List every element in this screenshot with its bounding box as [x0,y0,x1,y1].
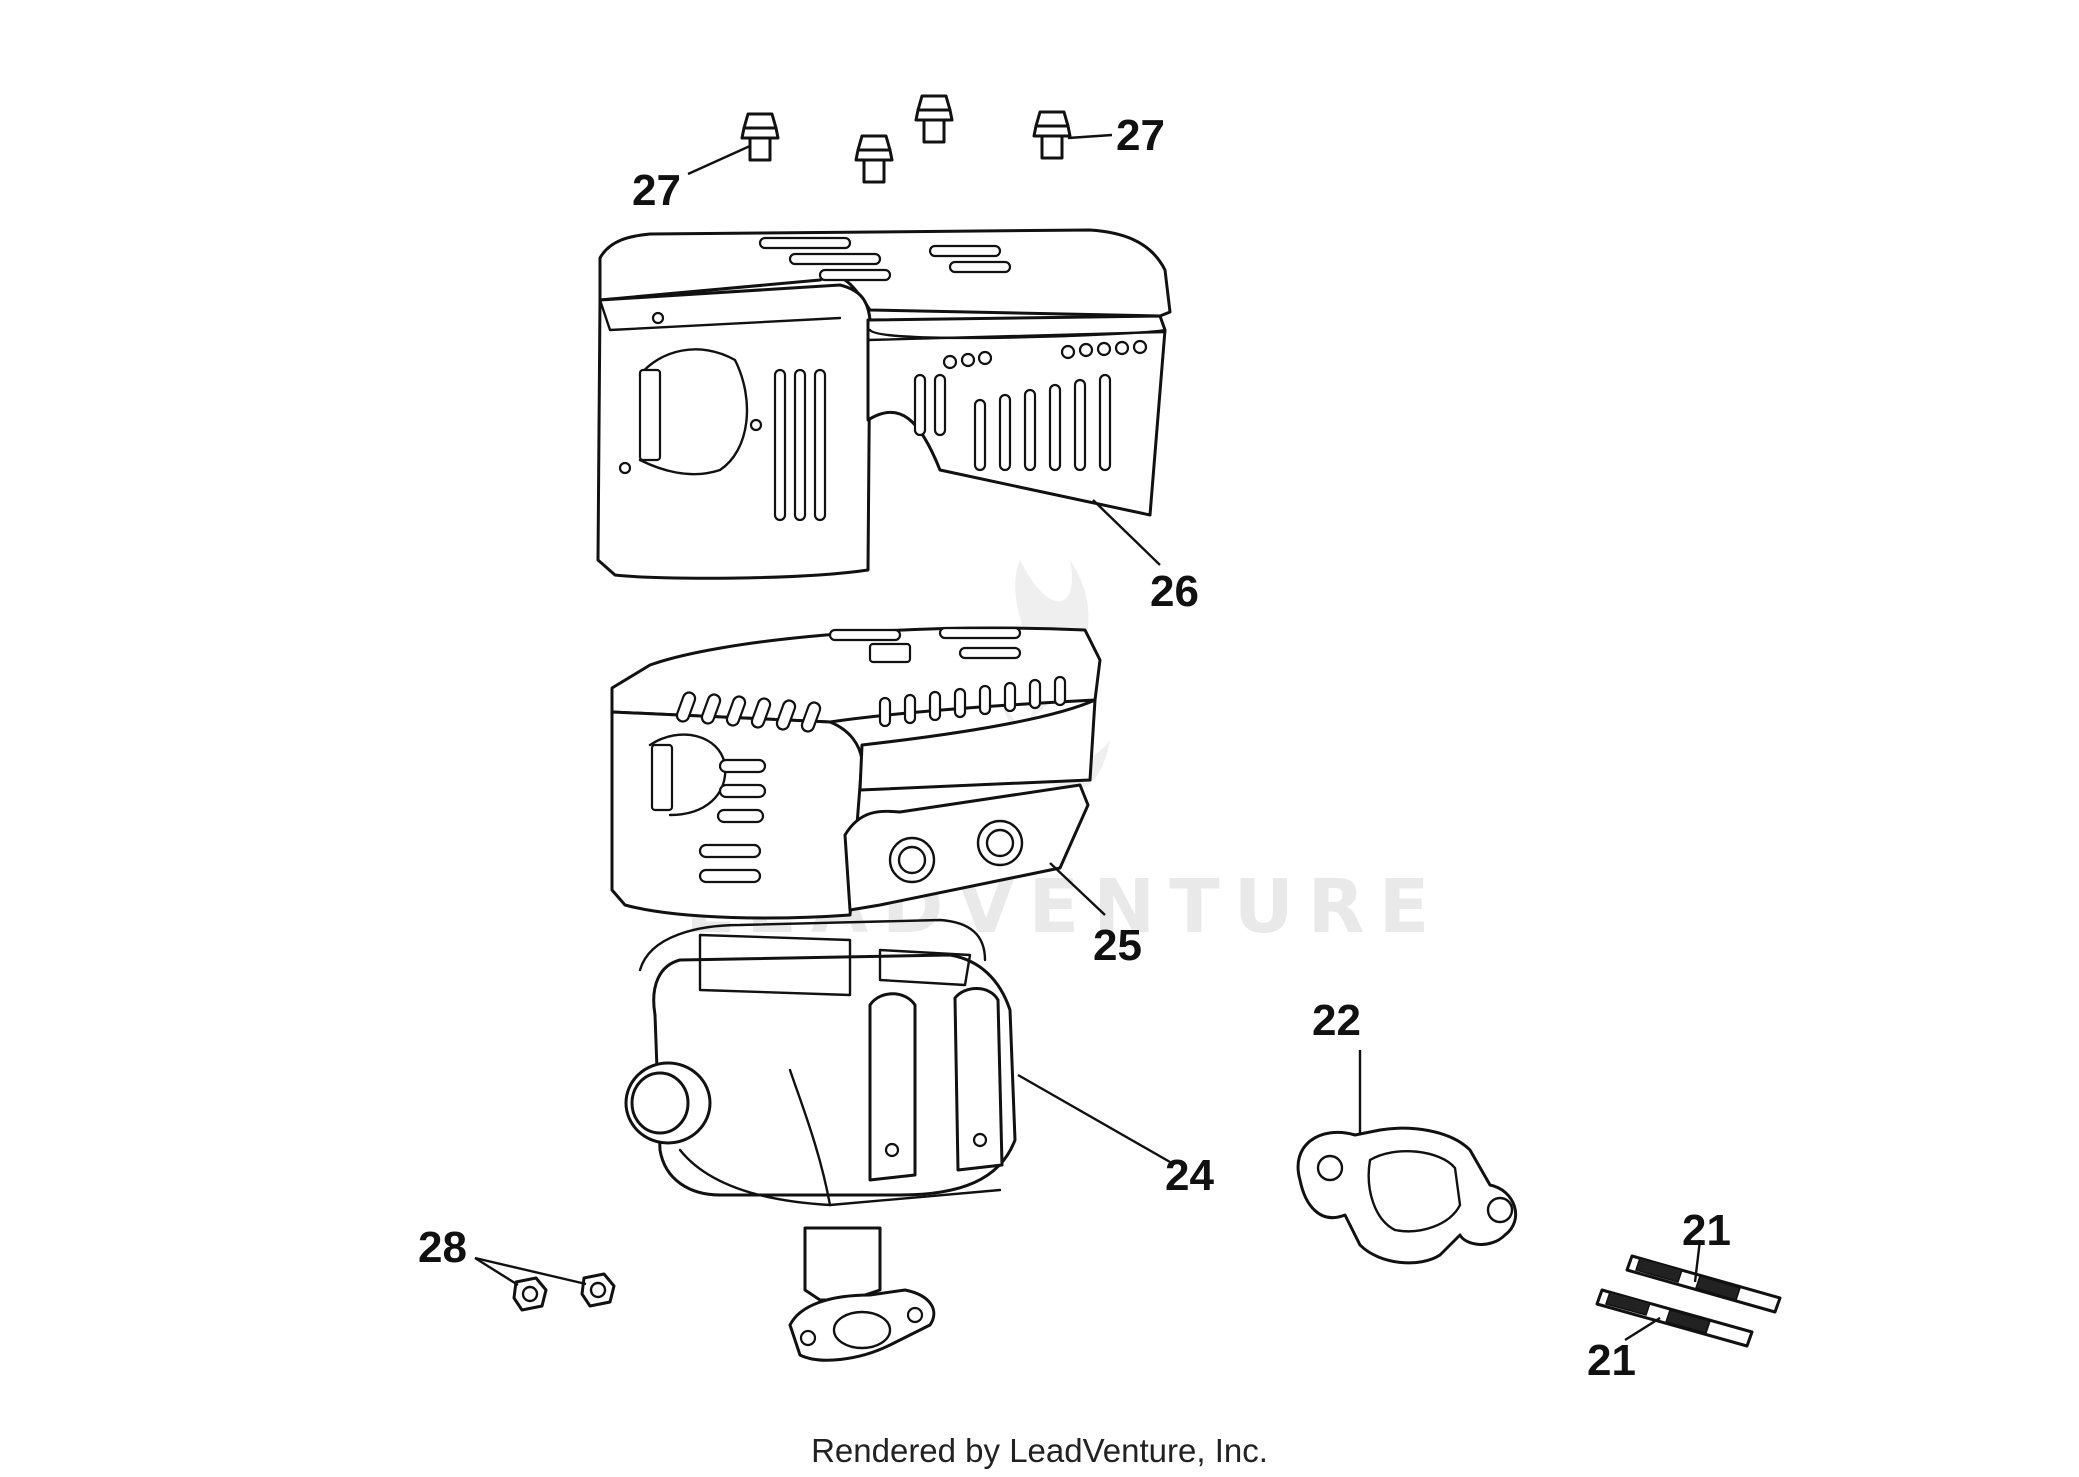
part-26-outer-cover [596,228,1172,580]
nut-28-1 [512,1276,548,1312]
callout-21-lower: 21 [1587,1336,1636,1385]
leader-lines [474,133,1702,1342]
bolt-27-1 [740,112,780,162]
nut-28-2 [580,1272,616,1308]
callout-labels: 27 27 26 25 24 22 21 21 28 [418,111,1731,1385]
stud-21-lower [1595,1288,1754,1348]
part-25-inner-shield [610,626,1102,920]
part-22-gasket [1296,1126,1518,1265]
callout-28: 28 [418,1223,467,1272]
callout-27-right: 27 [1116,111,1165,160]
bolt-27-3 [914,94,954,144]
part-27-bolts [740,94,1072,184]
callout-27-left: 27 [632,166,681,215]
bolt-27-2 [854,134,894,184]
part-21-studs [1595,1254,1782,1348]
bolt-27-4 [1032,110,1072,160]
callout-24: 24 [1165,1151,1214,1200]
part-28-nuts [512,1272,616,1312]
part-24-muffler [624,918,1017,1362]
callout-26: 26 [1150,567,1199,616]
stud-21-upper [1625,1254,1782,1314]
callout-21-upper: 21 [1682,1206,1731,1255]
callout-22: 22 [1312,996,1361,1045]
callout-25: 25 [1093,921,1142,970]
render-credit: Rendered by LeadVenture, Inc. [811,1432,1268,1469]
